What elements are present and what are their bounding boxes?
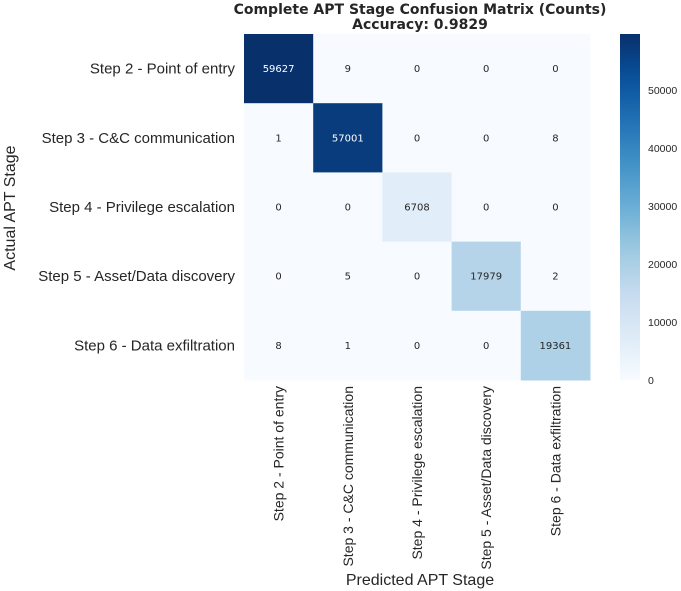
row-label: Step 3 - C&C communication: [42, 130, 235, 147]
column-label: Step 4 - Privilege escalation: [409, 386, 425, 560]
heatmap-cell: [313, 310, 383, 381]
heatmap-cell: [313, 34, 383, 104]
cell-value-label: 17979: [470, 272, 502, 283]
cell-value-label: 0: [483, 341, 489, 352]
y-axis-title: Actual APT Stage: [2, 145, 19, 270]
cell-value-label: 5: [345, 272, 351, 283]
column-label: Step 5 - Asset/Data discovery: [478, 386, 494, 570]
cell-value-label: 8: [275, 341, 281, 352]
cell-value-label: 2: [552, 272, 558, 283]
cell-value-label: 59627: [263, 64, 295, 75]
heatmap-cell: [313, 103, 383, 173]
heatmap-cell: [451, 34, 522, 104]
colorbar-tick-label: 10000: [648, 317, 677, 329]
heatmap-cell: [520, 103, 591, 173]
heatmap-cell: [313, 172, 383, 243]
cell-value-label: 9: [345, 64, 351, 75]
heatmap-cell: [382, 103, 453, 173]
row-label: Step 4 - Privilege escalation: [49, 199, 235, 216]
cell-value-label: 0: [483, 133, 489, 144]
heatmap-cell: [244, 310, 314, 381]
heatmap-cell: [244, 34, 314, 104]
chart-title: Complete APT Stage Confusion Matrix (Cou…: [234, 2, 607, 18]
cell-value-label: 0: [275, 272, 281, 283]
column-label: Step 2 - Point of entry: [271, 386, 287, 521]
heatmap-cell: [520, 34, 591, 104]
colorbar-tick-label: 0: [648, 375, 654, 387]
heatmap-cell: [451, 241, 522, 312]
cell-value-label: 19361: [539, 341, 571, 352]
heatmap-cell: [520, 241, 591, 312]
heatmap-cell: [313, 241, 383, 312]
cell-value-label: 6708: [404, 203, 429, 214]
column-label: Step 6 - Data exfiltration: [547, 386, 563, 536]
heatmap-cell: [382, 310, 453, 381]
cell-value-label: 0: [552, 64, 558, 75]
cell-value-label: 1: [275, 133, 281, 144]
colorbar-tick-label: 20000: [648, 259, 677, 271]
colorbar-tick-label: 50000: [648, 85, 677, 97]
colorbar-gradient: [620, 34, 640, 380]
heatmap-cell: [382, 241, 453, 312]
cell-value-label: 0: [483, 64, 489, 75]
heatmap-cell: [244, 172, 314, 243]
x-axis-title: Predicted APT Stage: [346, 572, 494, 589]
cell-value-label: 0: [345, 203, 351, 214]
cell-value-label: 8: [552, 133, 558, 144]
column-labels: Step 2 - Point of entry Step 3 - C&C comm…: [271, 386, 564, 570]
cell-value-label: 0: [414, 272, 420, 283]
cell-value-label: 0: [483, 203, 489, 214]
column-label: Step 3 - C&C communication: [340, 386, 356, 567]
heatmap-cell: [520, 172, 591, 243]
cell-value-label: 0: [414, 133, 420, 144]
heatmap-cell: [451, 103, 522, 173]
heatmap-cell: [520, 310, 591, 381]
heatmap-cell: [451, 310, 522, 381]
cell-value-label: 0: [275, 203, 281, 214]
cell-value-label: 57001: [332, 133, 364, 144]
heatmap-cell: [244, 241, 314, 312]
cell-value-label: 1: [345, 341, 351, 352]
cell-value-label: 0: [414, 64, 420, 75]
heatmap-cells: 59627 9 0 0 0 1 57001 0 0 8 0 0 6708 0 0 0 5 0 17979 2 8 1 0 0 1…: [244, 34, 591, 381]
row-label: Step 6 - Data exfiltration: [74, 337, 235, 354]
colorbar: 0 10000 20000 30000 40000 50000: [620, 34, 677, 387]
cell-value-label: 0: [552, 203, 558, 214]
heatmap-cell: [382, 34, 453, 104]
heatmap-cell: [244, 103, 314, 173]
row-label: Step 2 - Point of entry: [90, 61, 236, 78]
chart-subtitle: Accuracy: 0.9829: [352, 17, 488, 33]
colorbar-tick-label: 40000: [648, 143, 677, 155]
cell-value-label: 0: [414, 341, 420, 352]
heatmap-cell: [451, 172, 522, 243]
heatmap-cell: [382, 172, 453, 243]
colorbar-tick-label: 30000: [648, 201, 677, 213]
row-label: Step 5 - Asset/Data discovery: [38, 268, 235, 285]
